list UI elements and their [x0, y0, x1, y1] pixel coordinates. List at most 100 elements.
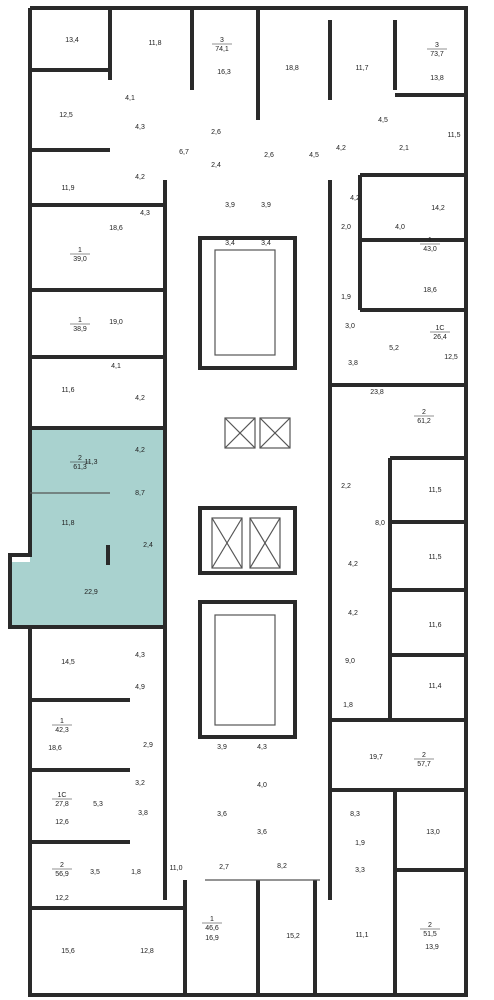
apartment-area: 38,9 [73, 326, 87, 333]
room-area-label: 4,0 [257, 782, 267, 789]
room-area-label: 6,7 [179, 149, 189, 156]
room-area-label: 11,8 [148, 40, 161, 47]
room-area-label: 1,8 [131, 869, 141, 876]
room-area-label: 4,3 [135, 124, 145, 131]
room-area-label: 1,9 [355, 840, 365, 847]
room-area-label: 11,7 [355, 65, 368, 72]
core [198, 236, 297, 739]
room-area-label: 4,0 [395, 224, 405, 231]
room-area-label: 2,4 [211, 162, 221, 169]
room-area-label: 9,0 [345, 658, 355, 665]
room-area-label: 11,5 [428, 487, 441, 494]
room-area-label: 3,6 [217, 811, 227, 818]
apartment-label[interactable]: 139,0 [70, 247, 90, 263]
room-area-label: 12,8 [140, 948, 154, 955]
room-area-label: 4,5 [378, 117, 388, 124]
room-area-label: 16,3 [217, 69, 231, 76]
room-area-label: 12,5 [59, 112, 73, 119]
apartment-rooms: 1 [78, 247, 82, 254]
apartment-rooms: 1 [60, 718, 64, 725]
apartment-area: 42,3 [55, 727, 69, 734]
room-area-label: 3,4 [225, 240, 235, 247]
apartment-label[interactable]: 251,5 [420, 922, 440, 938]
room-area-label: 5,3 [93, 801, 103, 808]
apartment-label[interactable]: 256,9 [52, 862, 72, 878]
apartment-rooms: 2 [428, 922, 432, 929]
apartment-rooms: 3 [220, 37, 224, 44]
room-area-label: 18,6 [48, 745, 62, 752]
apartment-area: 73,7 [430, 51, 444, 58]
apartment-label[interactable]: 142,3 [52, 718, 72, 734]
room-area-label: 3,8 [348, 360, 358, 367]
apartment-label[interactable]: 143,0 [420, 237, 440, 253]
room-area-label: 11,8 [61, 520, 74, 527]
room-area-label: 13,4 [65, 37, 79, 44]
apartment-label[interactable]: 374,1 [212, 37, 232, 53]
room-area-label: 2,2 [341, 483, 351, 490]
room-area-label: 13,9 [425, 944, 439, 951]
room-area-label: 11,6 [61, 387, 74, 394]
room-area-label: 22,9 [84, 589, 98, 596]
bottom-partitions [183, 879, 320, 995]
apartment-rooms: 1С [436, 325, 445, 332]
room-area-label: 13,0 [426, 829, 440, 836]
room-area-label: 1,8 [343, 702, 353, 709]
room-area-label: 2,4 [143, 542, 153, 549]
room-area-label: 13,8 [430, 75, 444, 82]
apartment-area: 51,5 [423, 931, 437, 938]
room-area-label: 3,9 [261, 202, 271, 209]
apartment-label[interactable]: 373,7 [427, 42, 447, 58]
room-area-label: 19,7 [369, 754, 383, 761]
room-area-label: 18,8 [285, 65, 299, 72]
room-area-label: 3,3 [355, 867, 365, 874]
room-area-label: 4,2 [336, 145, 346, 152]
highlighted-apartment-shape[interactable] [12, 428, 163, 625]
apartment-area: 26,4 [433, 334, 447, 341]
apartment-rooms: 1 [428, 237, 432, 244]
room-area-label: 11,9 [61, 185, 74, 192]
room-area-label: 4,2 [135, 395, 145, 402]
room-area-label: 4,2 [135, 447, 145, 454]
apartment-label[interactable]: 257,7 [414, 752, 434, 768]
room-area-label: 4,3 [140, 210, 150, 217]
apartment-area: 61,2 [417, 418, 431, 425]
room-area-label: 4,2 [348, 610, 358, 617]
room-area-label: 8,0 [375, 520, 385, 527]
apartment-label[interactable]: 1С 26,4 [430, 325, 450, 341]
room-area-label: 3,9 [225, 202, 235, 209]
room-area-label: 2,0 [341, 224, 351, 231]
room-area-label: 4,5 [309, 152, 319, 159]
room-area-label: 3,0 [345, 323, 355, 330]
apartment-label[interactable]: 261,3 [70, 455, 90, 471]
room-area-label: 15,2 [286, 933, 300, 940]
apartment-label[interactable]: 146,6 [202, 916, 222, 932]
room-area-label: 11,1 [355, 932, 368, 939]
highlighted-apartment[interactable] [12, 428, 163, 625]
room-area-label: 3,9 [217, 744, 227, 751]
room-area-label: 3,4 [261, 240, 271, 247]
apartment-rooms: 2 [422, 409, 426, 416]
room-area-label: 8,3 [350, 811, 360, 818]
apartment-area: 27,8 [55, 801, 69, 808]
room-area-label: 3,2 [135, 780, 145, 787]
apartment-rooms: 2 [78, 455, 82, 462]
room-area-label: 1,9 [341, 294, 351, 301]
apartment-label[interactable]: 1С 27,8 [52, 792, 72, 808]
room-area-label: 15,6 [61, 948, 75, 955]
apartment-label[interactable]: 261,2 [414, 409, 434, 425]
apartment-rooms: 2 [60, 862, 64, 869]
apartment-label[interactable]: 138,9 [70, 317, 90, 333]
room-area-label: 2,1 [399, 145, 409, 152]
apartment-rooms: 1 [210, 916, 214, 923]
room-area-label: 11,0 [169, 865, 182, 872]
apartment-rooms: 1 [78, 317, 82, 324]
left-partitions [12, 10, 260, 910]
apartment-rooms: 1С [58, 792, 67, 799]
room-area-label: 12,5 [444, 354, 458, 361]
room-area-label: 3,6 [257, 829, 267, 836]
room-area-label: 4,9 [135, 684, 145, 691]
room-area-label: 3,5 [90, 869, 100, 876]
room-area-label: 14,5 [61, 659, 75, 666]
room-area-label: 23,8 [370, 389, 384, 396]
